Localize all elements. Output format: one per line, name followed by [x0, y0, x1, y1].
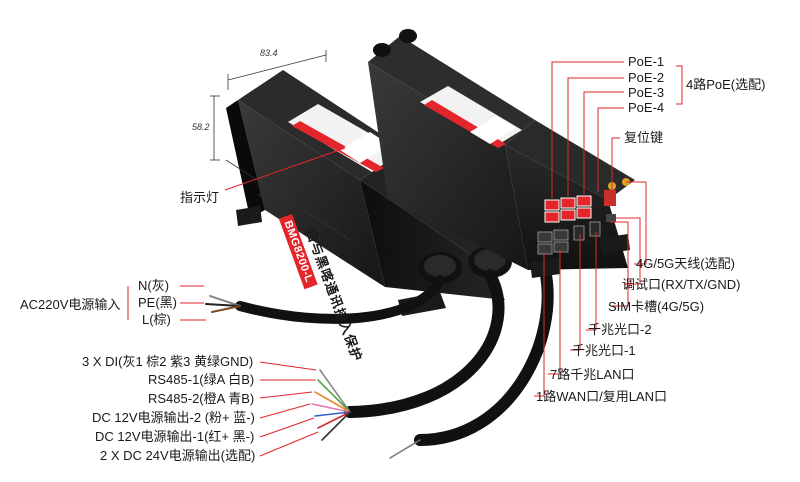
width-dimension: 83.4	[260, 48, 278, 58]
label-poe-2: PoE-2	[628, 70, 665, 85]
label-antenna: 4G/5G天线(选配)	[636, 256, 735, 271]
label-rs485-1: RS485-1(绿A 白B)	[148, 372, 255, 387]
label-wan: 1路WAN口/复用LAN口	[536, 389, 667, 404]
cables	[205, 264, 554, 459]
label-reset: 复位键	[624, 130, 664, 145]
label-fiber-1: 千兆光口-1	[572, 343, 636, 358]
indicator-label: 指示灯	[180, 190, 220, 205]
label-rs485-2: RS485-2(橙A 青B)	[148, 391, 255, 406]
label-dc24: 2 X DC 24V电源输出(选配)	[100, 448, 256, 463]
label-debug-port: 调试口(RX/TX/GND)	[622, 277, 741, 292]
label-lan-7: 7路千兆LAN口	[550, 367, 635, 382]
label-di: 3 X DI(灰1 棕2 紫3 黄绿GND)	[82, 354, 254, 369]
label-poe-4: PoE-4	[628, 100, 665, 115]
label-poe-group: 4路PoE(选配)	[686, 77, 766, 92]
port-panel	[537, 178, 630, 255]
right-device-box	[368, 29, 635, 278]
label-ac-n: N(灰)	[138, 278, 170, 293]
label-sim-slot: SIM卡槽(4G/5G)	[608, 299, 705, 314]
label-ac-l: L(棕)	[142, 312, 171, 327]
label-ac-input: AC220V电源输入	[20, 297, 121, 312]
dimension-lines	[210, 50, 351, 241]
height-dimension: 58.2	[192, 122, 210, 132]
label-fiber-2: 千兆光口-2	[588, 322, 652, 337]
label-dc12-1: DC 12V电源输出-1(红+ 黑-)	[95, 429, 255, 444]
label-poe-1: PoE-1	[628, 54, 665, 69]
label-ac-pe: PE(黑)	[138, 295, 178, 310]
label-dc12-2: DC 12V电源输出-2 (粉+ 蓝-)	[92, 410, 255, 425]
label-poe-3: PoE-3	[628, 85, 665, 100]
callout-lines-left	[127, 147, 346, 457]
callout-lines-right	[534, 61, 683, 397]
